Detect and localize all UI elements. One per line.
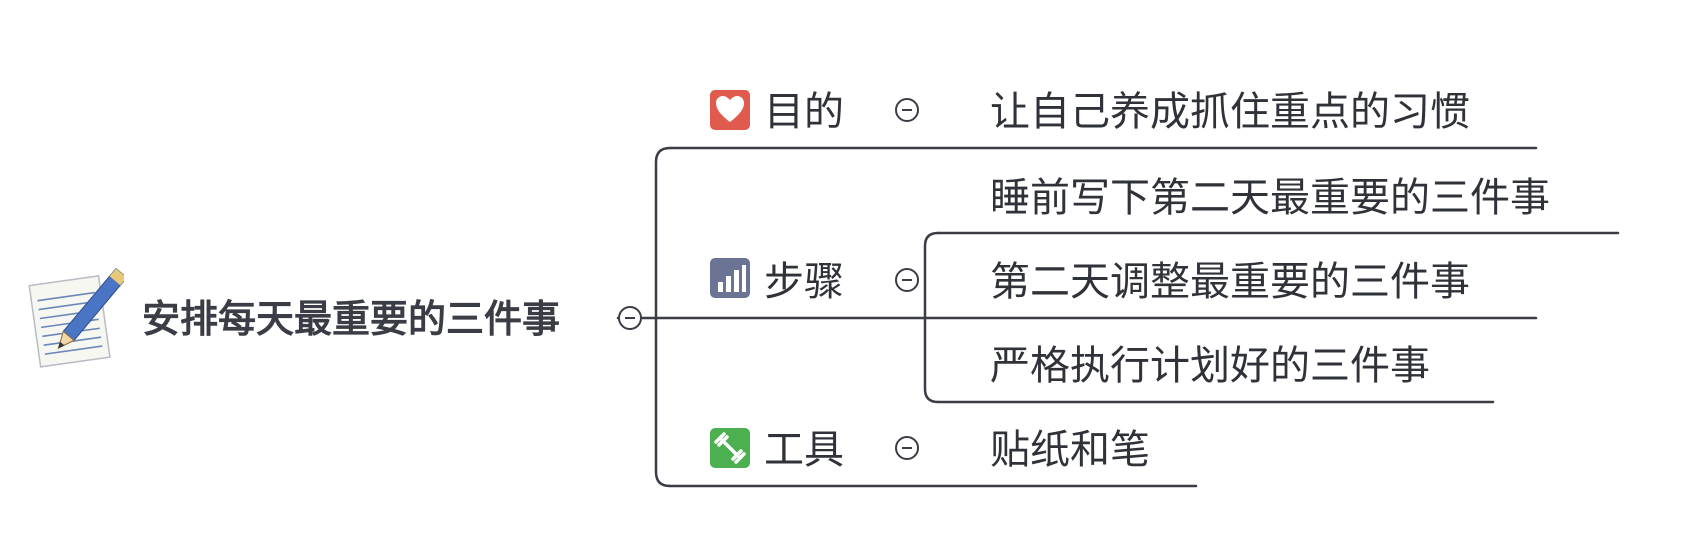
root-topic[interactable]: 安排每天最重要的三件事 — [142, 297, 561, 341]
root-collapse-button[interactable] — [618, 306, 642, 330]
branch-3-collapse-button[interactable] — [895, 436, 919, 460]
heart-icon — [710, 90, 750, 130]
leaf-topic[interactable]: 第二天调整最重要的三件事 — [990, 259, 1470, 305]
branch-2-collapse-button[interactable] — [895, 268, 919, 292]
note-pencil-icon — [28, 267, 124, 368]
leaf-topic[interactable]: 贴纸和笔 — [990, 427, 1150, 473]
bar-chart-icon — [710, 258, 750, 298]
dumbbell-icon — [710, 428, 750, 468]
branch-1-collapse-button[interactable] — [895, 98, 919, 122]
branch-topic-steps[interactable]: 步骤 — [764, 259, 844, 305]
leaf-topic[interactable]: 让自己养成抓住重点的习惯 — [990, 89, 1470, 135]
branch-topic-tools[interactable]: 工具 — [764, 427, 844, 473]
leaf-topic[interactable]: 严格执行计划好的三件事 — [990, 343, 1430, 389]
leaf-topic[interactable]: 睡前写下第二天最重要的三件事 — [990, 175, 1550, 221]
branch-topic-purpose[interactable]: 目的 — [764, 89, 844, 135]
